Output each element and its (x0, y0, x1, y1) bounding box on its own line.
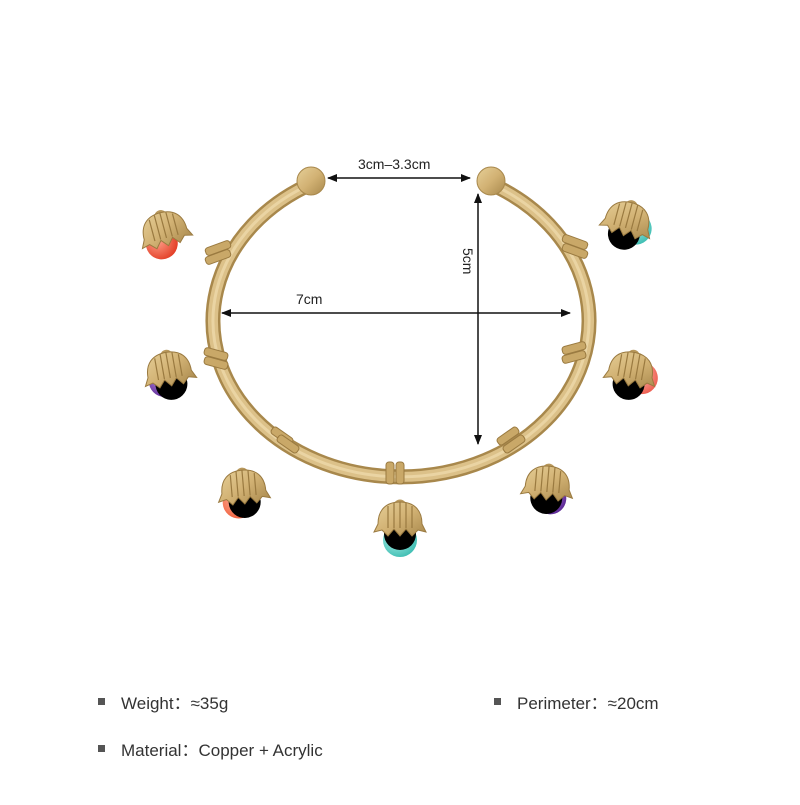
width-dimension-label: 7cm (296, 291, 323, 307)
bangle-collars (203, 234, 589, 485)
charm-red-top-left (132, 203, 199, 268)
bullet-square-icon (494, 698, 501, 705)
charm-turquoise-top-right (593, 193, 660, 258)
spec-material: Material：Copper + Acrylic (98, 736, 323, 761)
bullet-square-icon (98, 698, 105, 705)
charm-coral-right (598, 345, 662, 406)
bullet-square-icon (98, 745, 105, 752)
opening-dimension-label: 3cm–3.3cm (358, 156, 431, 172)
left-end-ball (296, 166, 326, 196)
right-end-ball (476, 166, 506, 196)
charm-turquoise-bottom (372, 499, 428, 557)
charm-orange-bottom-left (214, 465, 274, 522)
charm-purple-bottom-right (517, 461, 577, 518)
spec-weight: Weight：≈35g (98, 689, 228, 714)
height-dimension-label: 5cm (460, 248, 476, 275)
charm-purple-left (138, 345, 202, 406)
spec-perimeter-text: Perimeter：≈20cm (517, 694, 659, 713)
spec-material-text: Material：Copper + Acrylic (121, 741, 323, 760)
bangle-ring (205, 166, 597, 485)
spec-weight-text: Weight：≈35g (121, 694, 229, 713)
spec-perimeter: Perimeter：≈20cm (494, 689, 659, 714)
